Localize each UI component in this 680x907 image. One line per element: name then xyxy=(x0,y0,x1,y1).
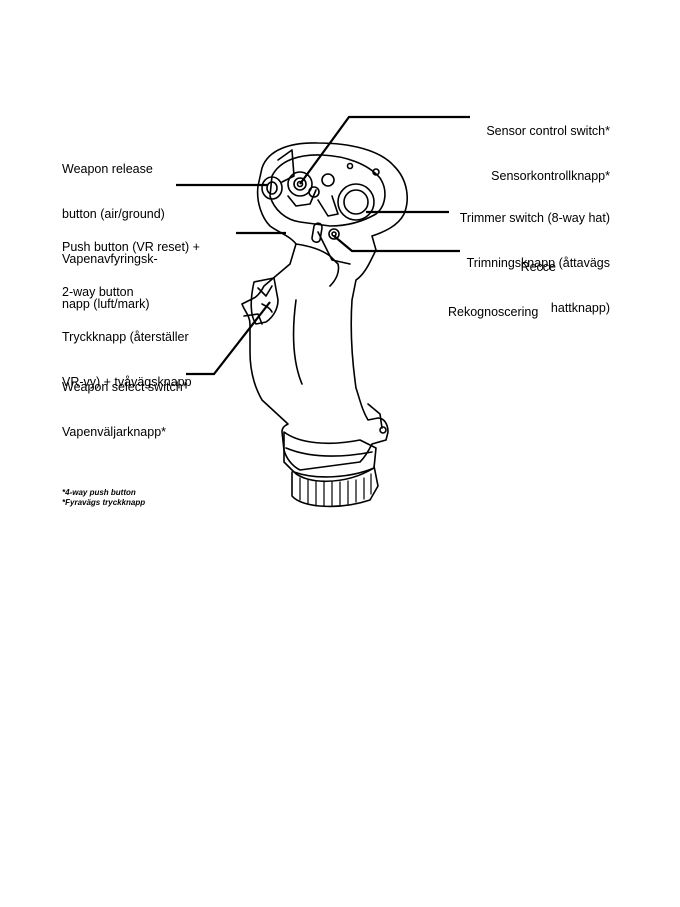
joystick-head-outline xyxy=(241,142,408,471)
joystick-front-ridge xyxy=(295,243,340,287)
label-push-button-line3: Tryckknapp (återställer xyxy=(62,330,189,344)
leader-lines xyxy=(176,115,470,376)
label-recce: Recce Rekognoscering xyxy=(448,230,556,335)
label-sensor-control-sv: Sensorkontrollknapp* xyxy=(491,169,610,183)
label-weapon-release-line4: napp (luft/mark) xyxy=(62,297,150,311)
trimmer-hat-shape xyxy=(337,162,380,221)
grip-inner-curve xyxy=(292,299,303,385)
label-weapon-release-line3: Vapenavfyringsk- xyxy=(62,252,158,266)
label-trimmer-line2: Trimningsknapp (åttavägs xyxy=(466,256,610,270)
leader-line-recce xyxy=(333,235,460,253)
footnote-sv: *Fyravägs tryckknapp xyxy=(62,498,146,507)
label-trimmer-line3: hattknapp) xyxy=(550,301,610,315)
footnote: *4-way push button *Fyravägs tryckknapp xyxy=(62,488,145,508)
label-trimmer-line1: Trimmer switch (8-way hat) xyxy=(459,211,610,225)
footnote-en: *4-way push button xyxy=(62,488,136,497)
label-push-button: Push button (VR reset) + 2-way button Tr… xyxy=(62,210,200,405)
label-weapon-select: Weapon select switch* Vapenväljarknapp* xyxy=(62,350,188,455)
joystick-base-top xyxy=(293,467,375,483)
label-weapon-release: Weapon release button (air/ground) Vapen… xyxy=(62,132,165,327)
label-push-button-line1: Push button (VR reset) + xyxy=(62,240,200,254)
joystick-base xyxy=(291,465,379,508)
weapon-select-switch-shape xyxy=(243,277,279,325)
leader-line-weapon-select xyxy=(186,301,271,376)
grip-trigger-edge xyxy=(367,403,383,429)
label-weapon-release-line1: Weapon release xyxy=(62,162,153,176)
label-push-button-line4: VR-vy) + tvåvägsknapp xyxy=(62,375,192,389)
label-recce-en: Recce xyxy=(520,260,556,274)
joystick-collar xyxy=(283,431,377,478)
joystick-base-ridges xyxy=(299,473,372,507)
label-sensor-control: Sensor control switch* Sensorkontrollkna… xyxy=(458,94,610,199)
label-weapon-select-en: Weapon select switch* xyxy=(62,380,188,394)
joystick-neck-line xyxy=(317,231,351,265)
grip-screw xyxy=(379,426,387,434)
label-weapon-release-line2: button (air/ground) xyxy=(62,207,165,221)
joystick-illustration xyxy=(241,142,408,508)
label-weapon-select-sv: Vapenväljarknapp* xyxy=(62,425,167,439)
weapon-release-button-shape xyxy=(261,149,295,200)
label-recce-sv: Rekognoscering xyxy=(448,305,539,319)
leader-line-sensor-control xyxy=(299,115,470,185)
label-push-button-line2: 2-way button xyxy=(62,285,134,299)
label-sensor-control-en: Sensor control switch* xyxy=(486,124,610,138)
joystick-collar-band xyxy=(285,447,373,457)
label-trimmer: Trimmer switch (8-way hat) Trimningsknap… xyxy=(420,181,610,331)
small-switch-shape xyxy=(308,173,339,217)
